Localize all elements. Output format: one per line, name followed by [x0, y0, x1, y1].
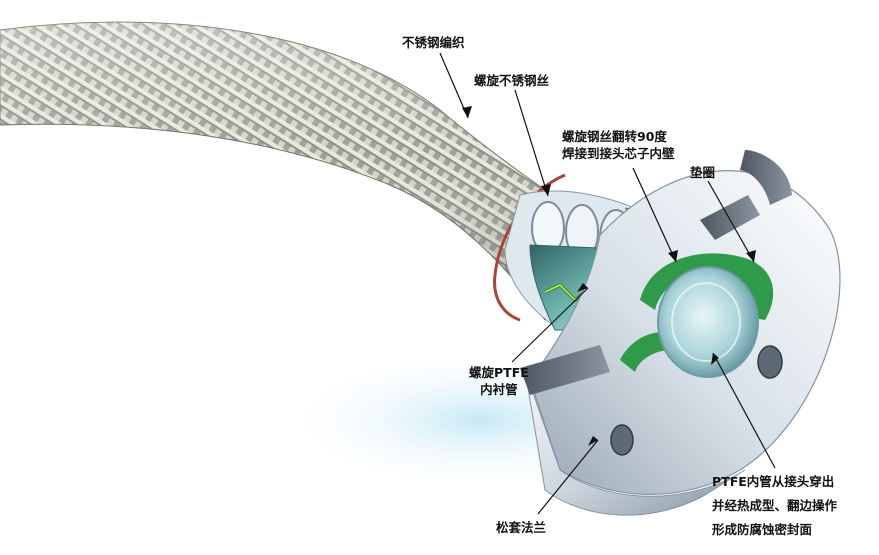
gasket-notch — [740, 150, 792, 205]
label-weld: 螺旋钢丝翻转90度 焊接到接头芯子内壁 — [562, 128, 675, 162]
bore-inner-ring — [671, 282, 741, 362]
leader-arrowheads — [462, 106, 756, 446]
label-ptfe-pass-line2: 并经热成型、翻边操作 — [712, 498, 838, 513]
ptfe-lower-lip — [620, 331, 670, 372]
label-ptfe-liner-line2: 内衬管 — [480, 382, 518, 397]
label-ptfe-pass-line1: PTFE内管从接头穿出 — [712, 474, 835, 489]
braided-hose — [0, 21, 576, 322]
leader-ptfe-liner — [511, 287, 589, 363]
label-spiral-wire: 螺旋不锈钢丝 — [474, 72, 549, 89]
label-ptfe-pass: PTFE内管从接头穿出 并经热成型、翻边操作 形成防腐蚀密封面 — [712, 470, 837, 542]
label-gasket-text: 垫圈 — [690, 165, 716, 180]
leader-spiral-wire — [514, 89, 549, 197]
leader-lines — [439, 52, 776, 515]
label-ptfe-liner-line1: 螺旋PTFE — [469, 365, 529, 380]
label-weld-line2: 焊接到接头芯子内壁 — [562, 146, 675, 161]
label-braid-text: 不锈钢编织 — [402, 35, 465, 50]
leader-braid — [439, 52, 469, 119]
label-braid: 不锈钢编织 — [402, 34, 465, 51]
label-gasket: 垫圈 — [690, 164, 715, 181]
leader-ptfe-pass — [712, 352, 776, 469]
bolt-hole — [610, 424, 634, 456]
label-weld-line1: 螺旋钢丝翻转90度 — [562, 129, 667, 144]
braid-cut-edge — [493, 173, 566, 322]
bolt-hole — [757, 345, 783, 379]
label-ptfe-pass-line3: 形成防腐蚀密封面 — [712, 522, 813, 537]
leader-flange — [537, 439, 599, 515]
label-ptfe-liner: 螺旋PTFE 内衬管 — [469, 364, 529, 398]
label-flange-text: 松套法兰 — [496, 520, 547, 535]
leader-gasket — [707, 180, 755, 263]
leader-weld — [632, 167, 677, 263]
label-spiral-wire-text: 螺旋不锈钢丝 — [474, 73, 550, 88]
label-flange: 松套法兰 — [496, 519, 546, 536]
